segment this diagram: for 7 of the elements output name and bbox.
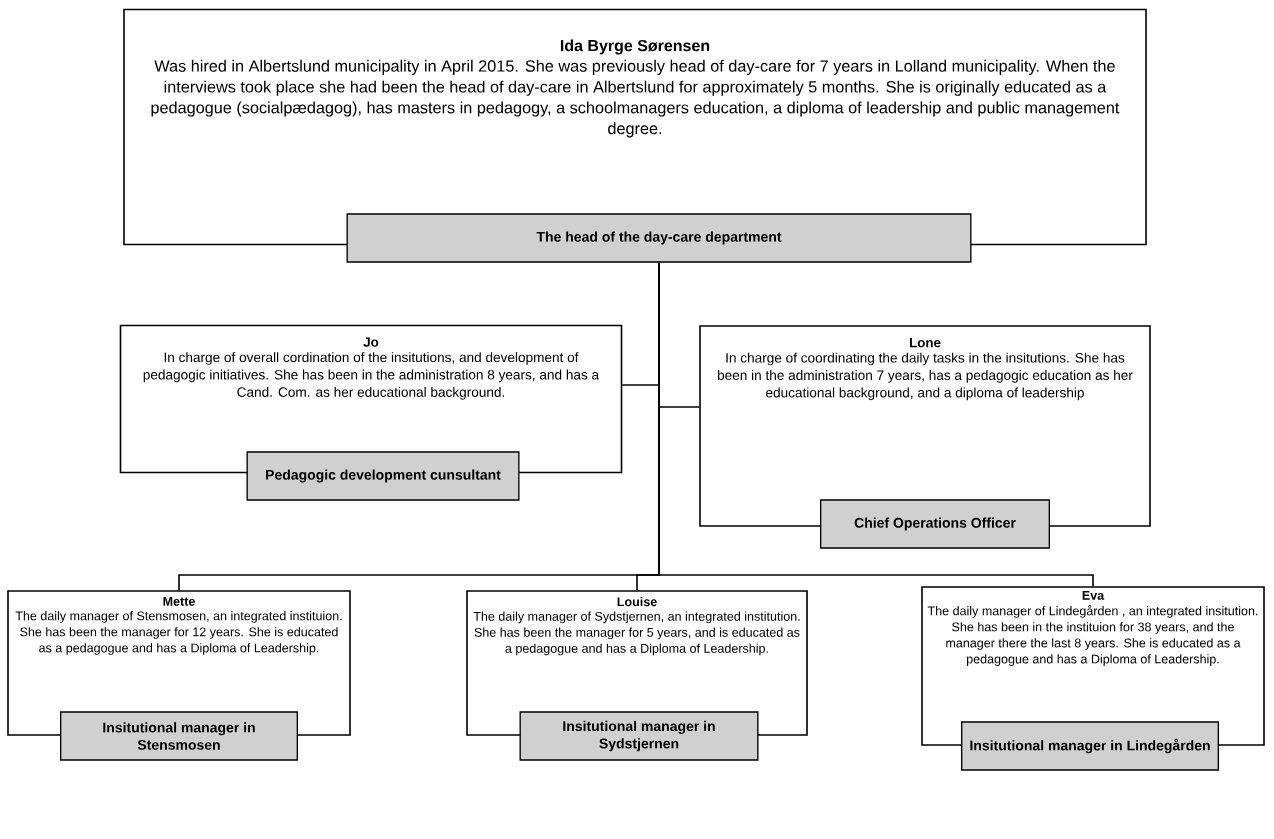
role-box: Pedagogic development cunsultant — [246, 451, 520, 501]
role-box: Chief Operations Officer — [820, 499, 1050, 549]
role-box: Insitutional manager in Sydstjernen — [519, 711, 759, 761]
role-box: Insitutional manager in Stensmosen — [60, 711, 298, 761]
role-box: Insitutional manager in Lindegården — [961, 721, 1219, 771]
connector-line — [658, 261, 1094, 587]
role-box: The head of the day-care department — [346, 213, 972, 263]
